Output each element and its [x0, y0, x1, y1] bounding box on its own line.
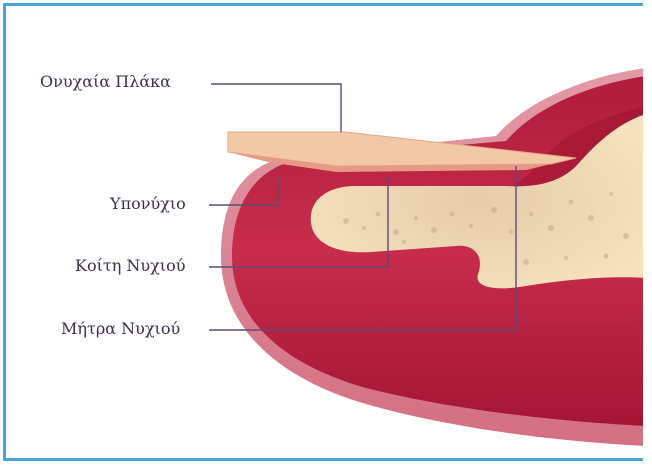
label-hyponychium: Υπονύχιο: [110, 194, 186, 214]
label-nail-matrix: Μήτρα Νυχιού: [61, 319, 180, 339]
label-nail-plate: Ονυχαία Πλάκα: [40, 72, 171, 92]
diagram-frame: Ονυχαία Πλάκα Υπονύχιο Κοίτη Νυχιού Μήτρ…: [3, 3, 643, 461]
leader-nail-plate: [211, 84, 341, 132]
label-nail-bed: Κοίτη Νυχιού: [75, 256, 185, 276]
